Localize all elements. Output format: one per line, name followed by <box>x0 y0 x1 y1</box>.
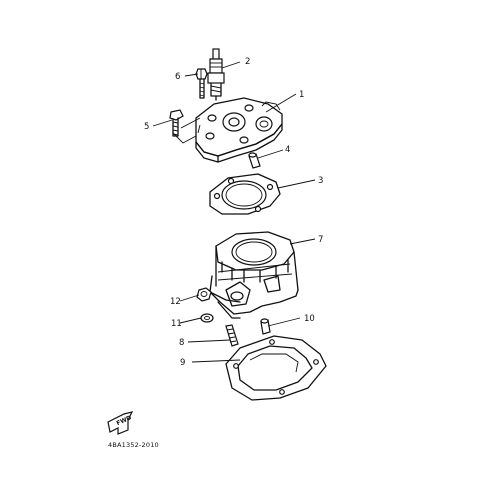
leader-lines <box>152 61 316 363</box>
callout-7: 7 <box>318 235 323 245</box>
figure-code: 4BA1352-2010 <box>108 441 159 449</box>
dowel-pin-cylinder-part <box>260 318 271 335</box>
cylinder-part <box>209 231 299 319</box>
callout-12: 12 <box>170 297 181 307</box>
callout-6: 6 <box>175 72 180 82</box>
stud-bolt-top-part <box>195 68 208 99</box>
nut-part <box>196 287 212 302</box>
callout-9: 9 <box>180 358 185 368</box>
cylinder-gasket-part <box>225 335 327 401</box>
callout-1: 1 <box>299 90 304 100</box>
callout-3: 3 <box>318 176 323 186</box>
callout-11: 11 <box>171 319 182 329</box>
callout-4: 4 <box>285 145 290 155</box>
cylinder-head-part <box>195 97 283 163</box>
callout-8: 8 <box>179 338 184 348</box>
bolt-part <box>169 109 184 137</box>
forward-direction-arrow: FWD <box>107 411 134 435</box>
callout-5: 5 <box>144 122 149 132</box>
head-gasket-part <box>209 173 281 215</box>
stud-bolt-lower-part <box>225 324 239 347</box>
callout-10: 10 <box>304 314 315 324</box>
washer-part <box>200 313 214 323</box>
spark-plug-part <box>207 48 225 101</box>
dowel-pin-head-part <box>248 152 261 169</box>
callout-2: 2 <box>245 57 250 67</box>
